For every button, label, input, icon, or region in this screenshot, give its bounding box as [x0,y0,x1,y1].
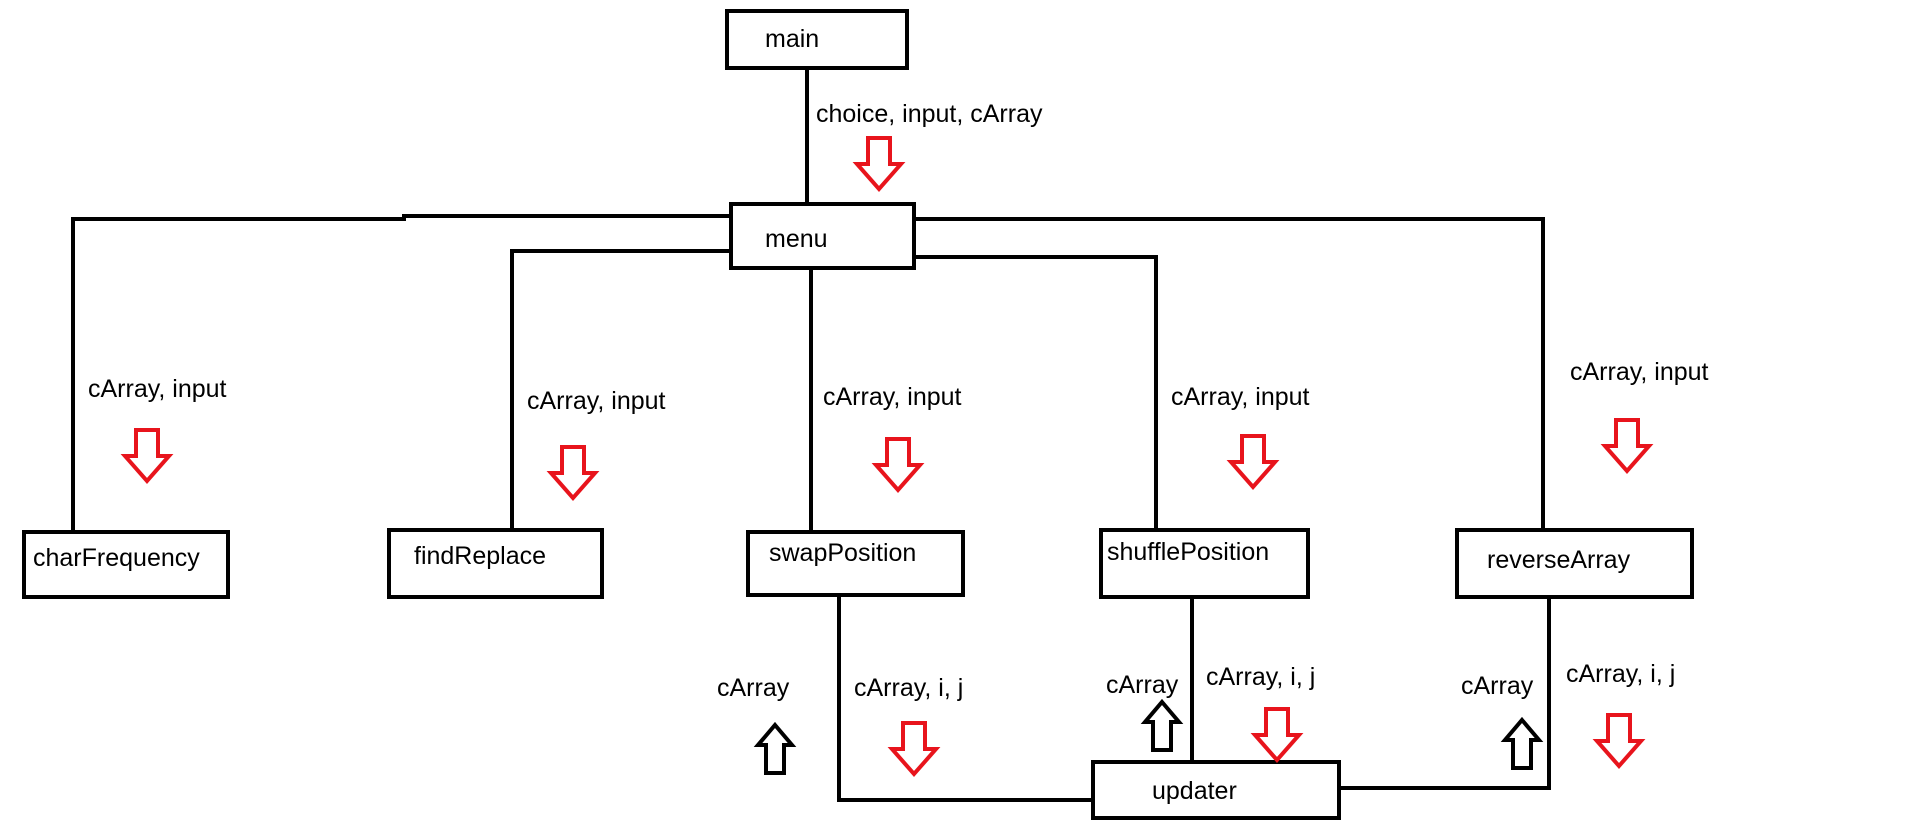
node-reversearray: reverseArray [1455,528,1694,599]
label-updater-to-shuffle: cArray [1106,671,1179,699]
node-swapposition: swapPosition [746,530,965,597]
node-charfrequency-label: charFrequency [33,544,200,572]
node-shuffleposition: shufflePosition [1099,528,1310,599]
node-updater: updater [1091,760,1341,820]
down-arrow-icon [874,437,922,492]
label-shuffle-to-updater: cArray, i, j [1206,663,1315,691]
node-findreplace-label: findReplace [414,542,546,570]
menu-charfrequency-link [71,214,735,536]
label-menu-to-charfrequency: cArray, input [88,375,227,403]
swap-updater-link [837,595,1093,802]
node-swapposition-label: swapPosition [769,539,916,567]
down-arrow-icon [549,445,597,500]
node-menu: menu [729,202,916,270]
reverse-updater-link [1339,597,1551,790]
down-arrow-icon [890,721,938,776]
down-arrow-icon [1603,418,1651,473]
down-arrow-icon [1229,434,1277,489]
menu-reversearray-link [914,217,1545,530]
up-arrow-icon [1503,718,1541,770]
down-arrow-icon [855,136,903,191]
label-menu-to-findreplace: cArray, input [527,387,666,415]
label-menu-to-shuffleposition: cArray, input [1171,383,1310,411]
node-main: main [725,9,909,70]
label-swap-to-updater: cArray, i, j [854,674,963,702]
node-menu-label: menu [765,225,828,253]
node-main-label: main [765,25,819,53]
menu-shuffleposition-link [914,255,1158,530]
down-arrow-icon [1595,713,1643,768]
label-main-to-menu: choice, input, cArray [816,100,1043,128]
label-menu-to-reversearray: cArray, input [1570,358,1709,386]
node-findreplace: findReplace [387,528,604,599]
down-arrow-icon [1253,707,1301,762]
label-reverse-to-updater: cArray, i, j [1566,660,1675,688]
menu-findreplace-link [510,249,735,530]
edge-labels: choice, input, cArray cArray, input cArr… [88,100,1709,702]
up-arrow-icon [756,723,794,775]
down-arrow-icon [123,428,171,483]
node-charfrequency: charFrequency [22,530,230,599]
connectors [71,68,1551,802]
up-arrow-icon [1143,700,1181,752]
node-updater-label: updater [1152,777,1237,805]
node-reversearray-label: reverseArray [1487,546,1631,574]
label-menu-to-swapposition: cArray, input [823,383,962,411]
label-updater-to-swap: cArray [717,674,790,702]
label-updater-to-reverse: cArray [1461,672,1534,700]
node-shuffleposition-label: shufflePosition [1107,538,1269,566]
